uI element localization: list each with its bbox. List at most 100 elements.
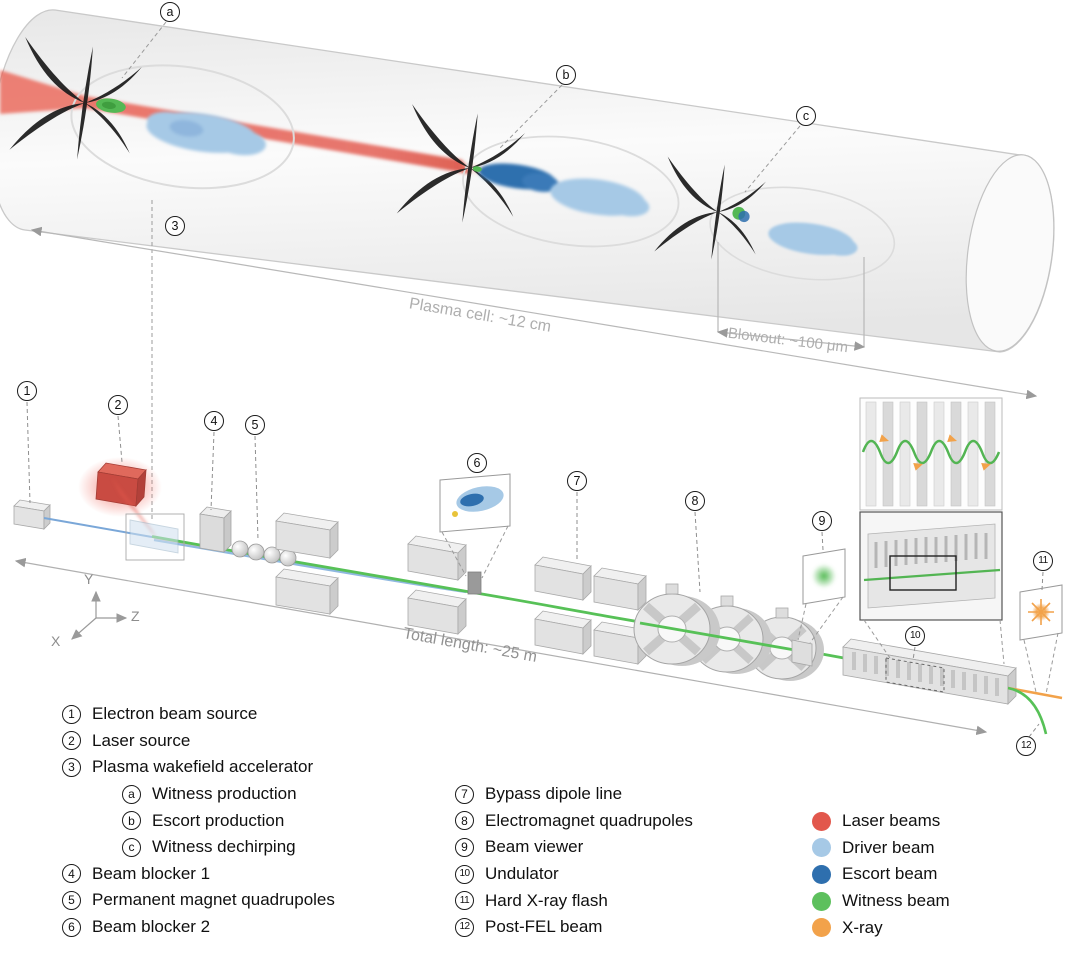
beam-viewer-component (791, 639, 813, 667)
legend-marker: 7 (455, 784, 474, 804)
legend-label: Bypass dipole line (485, 784, 623, 804)
legend-marker: c (122, 837, 141, 857)
bypass-dipole-line (534, 556, 647, 665)
blocker-plate (467, 571, 482, 595)
legend-marker: b (122, 811, 141, 831)
beam-blocker-1 (199, 506, 232, 553)
legend-label: Undulator (485, 864, 559, 884)
marker-c: c (796, 106, 816, 126)
post-fel-beam (1007, 686, 1048, 735)
legend-marker: 3 (62, 757, 81, 777)
legend-marker: 10 (455, 864, 474, 884)
legend-item-laser-source: 2 Laser source (62, 728, 335, 755)
inset-undulator-physics (859, 397, 1003, 511)
marker-11: 11 (1033, 551, 1053, 571)
witness-dechirp-blob-c (732, 206, 750, 223)
coordinate-axes (71, 590, 128, 640)
marker-5: 5 (245, 415, 265, 435)
marker-8: 8 (685, 491, 705, 511)
legend-item-beam-blocker-2: 6 Beam blocker 2 (62, 914, 335, 941)
marker-7: 7 (567, 471, 587, 491)
legend-marker: 12 (455, 917, 474, 937)
legend-marker: 9 (455, 837, 474, 857)
legend-label: Driver beam (842, 837, 935, 857)
legend-item-beam-viewer: 9 Beam viewer (455, 834, 693, 861)
inset-undulator-hardware (859, 511, 1005, 665)
legend-item-witness-beam: Witness beam (812, 888, 950, 915)
marker-2: 2 (108, 395, 128, 415)
undulator (842, 638, 1017, 705)
legend-label: Beam blocker 2 (92, 917, 211, 937)
legend-label: Plasma wakefield accelerator (92, 757, 314, 777)
legend-item-beam-blocker-1: 4 Beam blocker 1 (62, 861, 335, 888)
legend-label: Witness production (152, 784, 297, 804)
legend-color-dot-driver (812, 838, 831, 858)
plasma-cell-component (125, 513, 185, 561)
legend-label: Beam blocker 1 (92, 863, 211, 883)
legend-label: Electromagnet quadrupoles (485, 810, 693, 830)
legend-marker: 6 (62, 917, 81, 937)
driver-beam-blob-b (550, 178, 650, 217)
screen-xray-flash (1019, 584, 1063, 695)
legend-marker: 5 (62, 890, 81, 910)
marker-b: b (556, 65, 576, 85)
legend-color-dot-xray (812, 918, 831, 938)
electron-beam-source (13, 499, 51, 530)
legend-item-witness-production: a Witness production (62, 781, 335, 808)
legend-label: Electron beam source (92, 704, 258, 724)
screen-beam-blocker-2 (439, 473, 511, 579)
wiggling-beam-wave (861, 439, 1001, 465)
witness-beam-blob-a (96, 98, 126, 113)
legend-item-driver-beam: Driver beam (812, 835, 950, 862)
electromagnet-quadrupoles (633, 583, 824, 681)
legend-item-hard-xray-flash: 11 Hard X-ray flash (455, 887, 693, 914)
legend-item-escort-production: b Escort production (62, 807, 335, 834)
exit-beams (1007, 686, 1063, 735)
legend-label: Hard X-ray flash (485, 890, 608, 910)
legend-item-laser-beams: Laser beams (812, 808, 950, 835)
blowout-bracket (716, 242, 866, 351)
marker-a: a (160, 2, 180, 22)
marker-12: 12 (1016, 736, 1036, 756)
legend-item-plasma-wakefield-accelerator: 3 Plasma wakefield accelerator (62, 754, 335, 781)
marker-10: 10 (905, 626, 925, 646)
legend-marker: 8 (455, 811, 474, 831)
marker-1: 1 (17, 381, 37, 401)
legend-label: Beam viewer (485, 837, 584, 857)
legend-item-permanent-magnet-quadrupoles: 5 Permanent magnet quadrupoles (62, 887, 335, 914)
legend-marker: 11 (455, 891, 474, 911)
legend-label: Escort beam (842, 864, 938, 884)
legend-color-dot-escort (812, 864, 831, 884)
axis-label-x: X (51, 633, 61, 649)
legend-label: Laser beams (842, 811, 941, 831)
legend-item-witness-dechirping: c Witness dechirping (62, 834, 335, 861)
legend-marker: a (122, 784, 141, 804)
legend-item-xray: X-ray (812, 914, 950, 941)
marker-6: 6 (467, 453, 487, 473)
legend-color-dot-laser (812, 811, 831, 831)
wake-structure-a (9, 37, 295, 190)
legend-item-escort-beam: Escort beam (812, 861, 950, 888)
marker-9: 9 (812, 511, 832, 531)
axis-label-z: Z (131, 608, 140, 624)
marker-4: 4 (204, 411, 224, 431)
legend-column-beam-colors: Laser beams Driver beam Escort beam Witn… (812, 808, 950, 941)
marker-3: 3 (165, 216, 185, 236)
legend-marker: 2 (62, 731, 81, 751)
legend-color-dot-witness (812, 891, 831, 911)
legend-label: X-ray (842, 917, 883, 937)
legend-item-electron-beam-source: 1 Electron beam source (62, 701, 335, 728)
legend-item-bypass-dipole-line: 7 Bypass dipole line (455, 781, 693, 808)
legend-item-undulator: 10 Undulator (455, 861, 693, 888)
witness-beam-dot-b (472, 166, 482, 172)
legend-label: Witness beam (842, 891, 950, 911)
legend-column-1: 1 Electron beam source 2 Laser source 3 … (62, 701, 335, 940)
screen-witness-dot (452, 511, 458, 517)
escort-beam-blob-b (478, 163, 559, 193)
legend-item-post-fel-beam: 12 Post-FEL beam (455, 914, 693, 941)
driver-beam-blob-a (146, 111, 266, 156)
axis-label-y: Y (84, 571, 94, 587)
legend-item-electromagnet-quadrupoles: 8 Electromagnet quadrupoles (455, 808, 693, 835)
legend-label: Post-FEL beam (485, 917, 603, 937)
